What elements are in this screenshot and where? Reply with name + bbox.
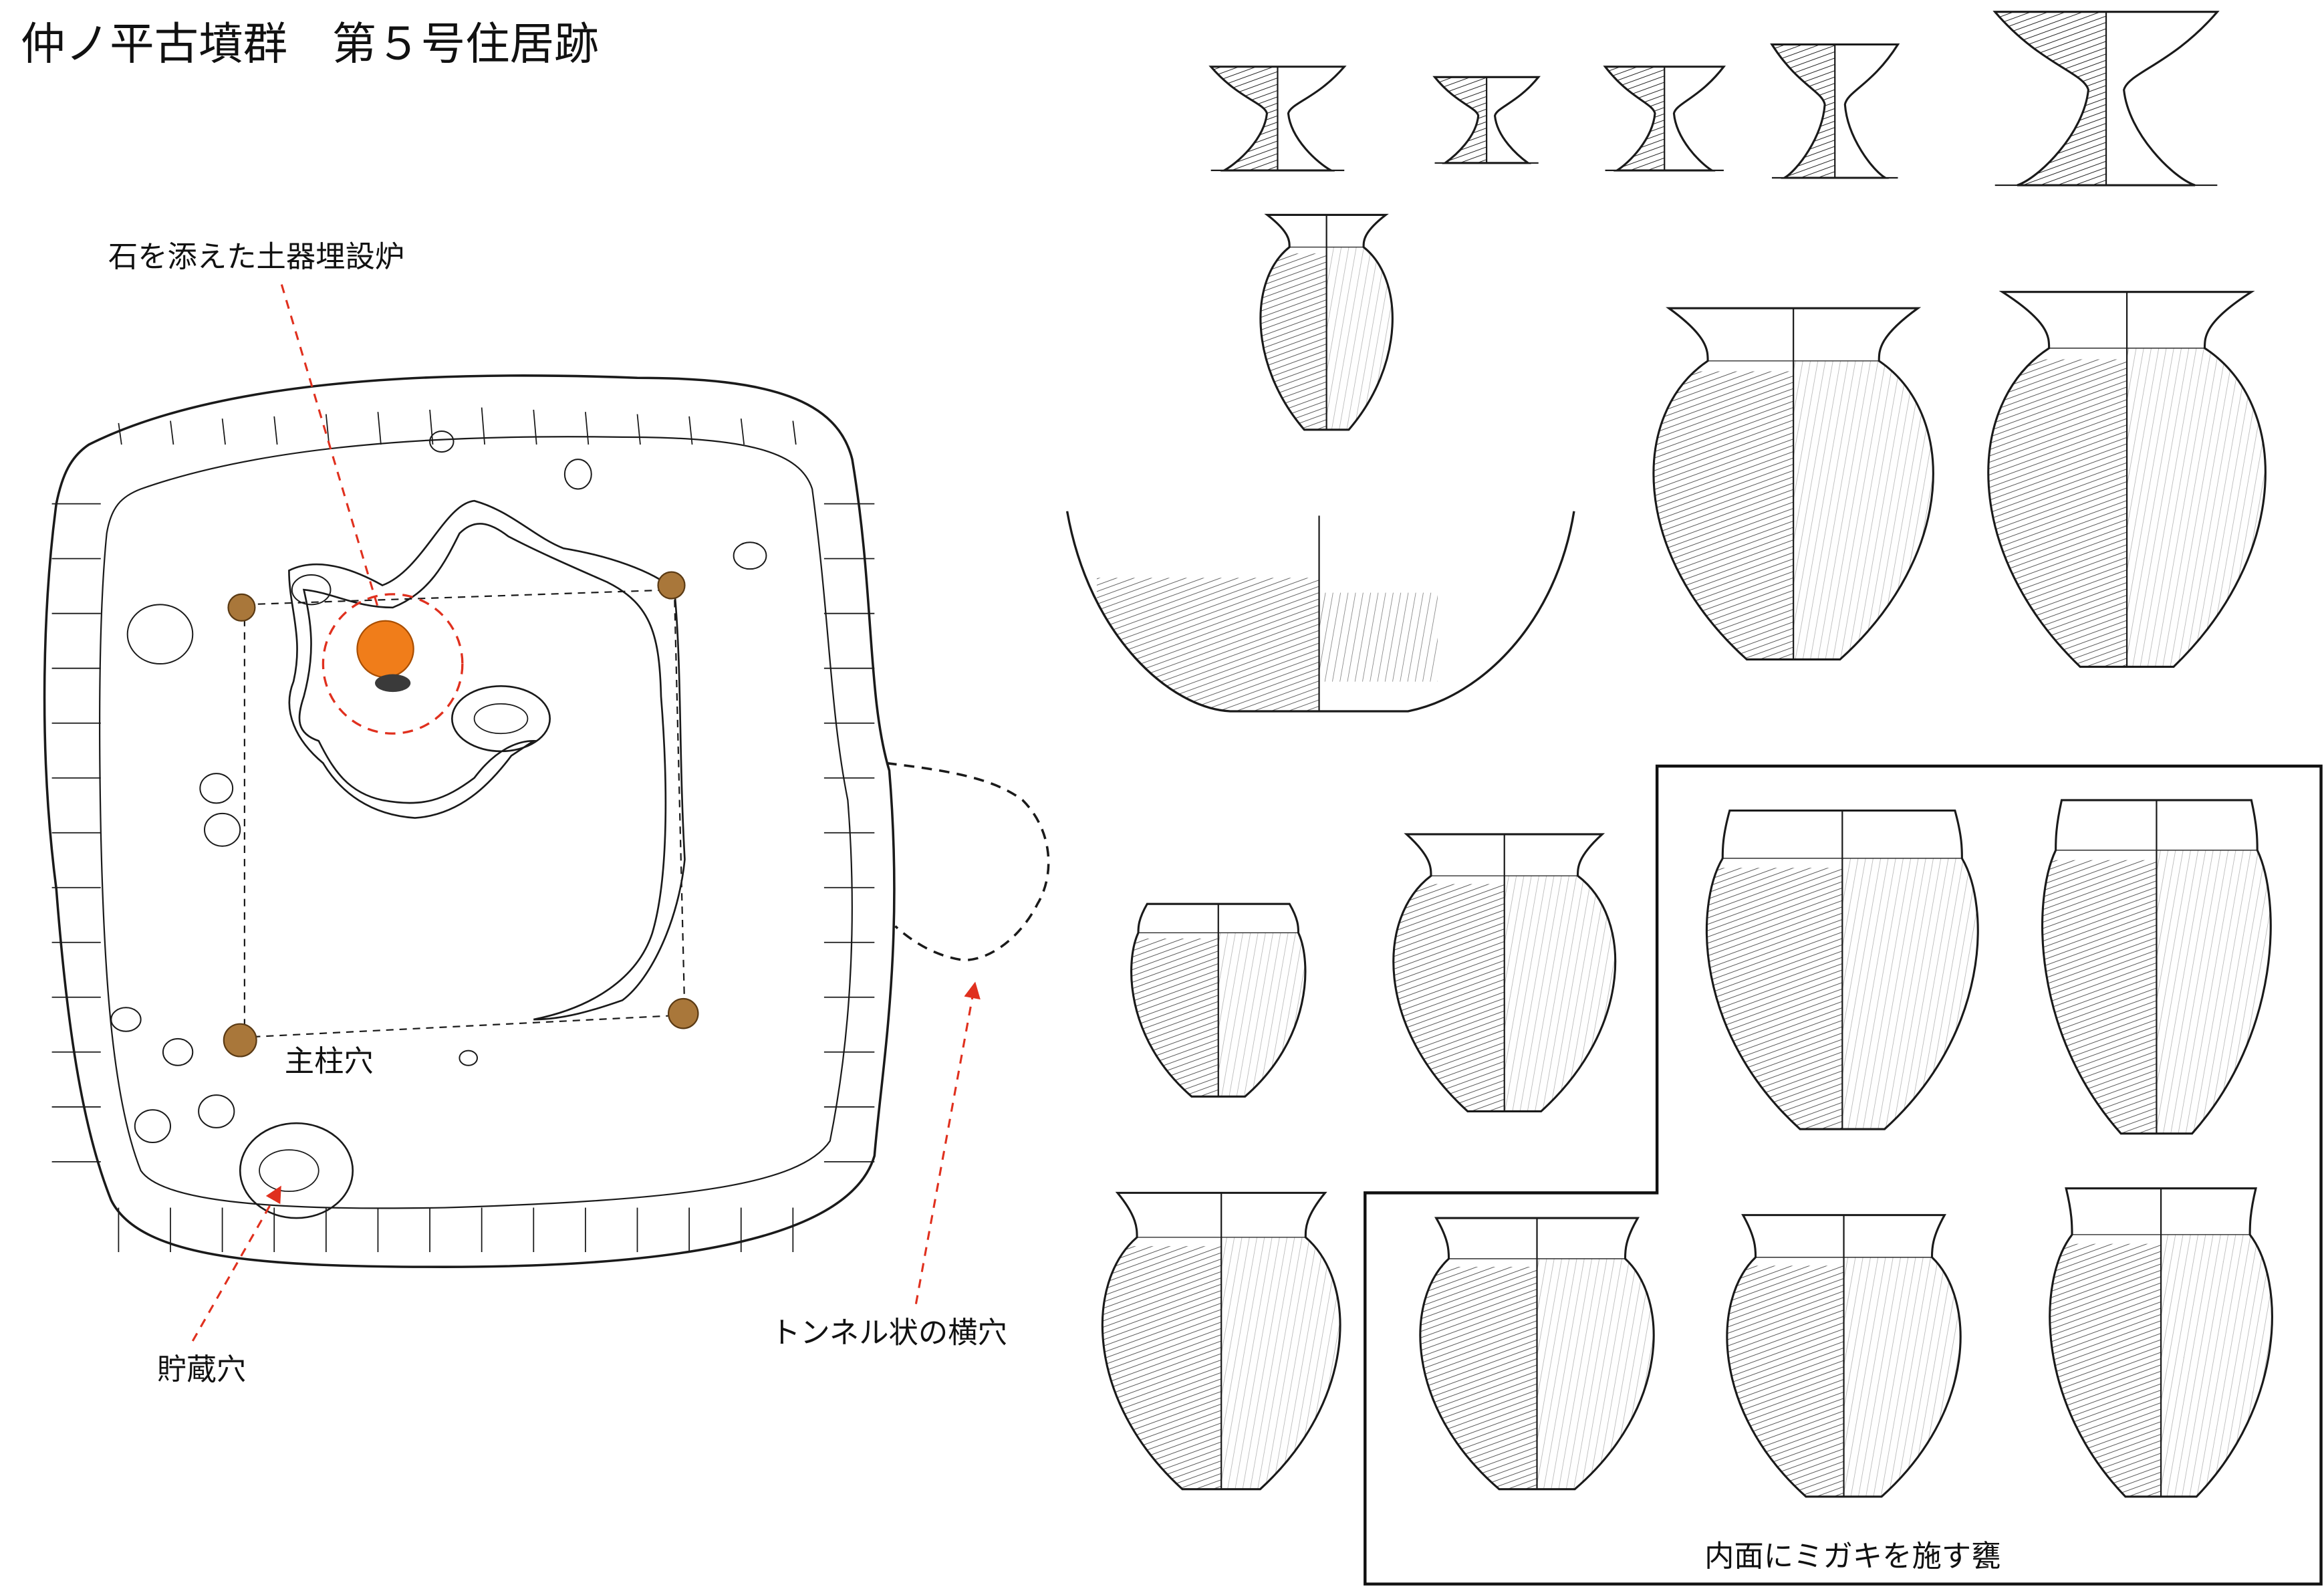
- small-pit: [459, 1050, 479, 1066]
- pottery-vessel: [1101, 1191, 1341, 1491]
- tunnel-leader: [914, 981, 981, 1304]
- pit-stone: [450, 685, 551, 753]
- pottery-vessel: [1392, 833, 1617, 1113]
- tunnel-label: トンネル状の横穴: [771, 1316, 1007, 1349]
- pottery-drawings: [1065, 11, 2273, 1498]
- leader-lines: [191, 284, 981, 1342]
- post-holes: [223, 571, 699, 1058]
- polished-jars-label: 内面にミガキを施す甕: [1704, 1540, 2000, 1573]
- pottery-vessel: [1130, 902, 1307, 1098]
- wall-tick: [688, 416, 693, 445]
- post-hole: [657, 571, 686, 600]
- small-pit: [563, 459, 592, 490]
- wall-tick: [636, 414, 641, 445]
- pottery-bowl: [1065, 511, 1575, 713]
- pottery-vessel: [2041, 799, 2272, 1135]
- tunnel-side-hole: [886, 761, 1050, 962]
- wall-tick: [170, 420, 174, 445]
- hearth-stone: [356, 620, 414, 679]
- small-pit: [291, 574, 332, 606]
- wall-tick: [377, 412, 382, 445]
- small-pit: [134, 1109, 172, 1144]
- small-pit: [110, 1007, 142, 1032]
- wall-tick: [533, 409, 537, 445]
- storage-pit-inner: [259, 1149, 319, 1193]
- pottery-vessel: [2049, 1187, 2273, 1498]
- storage-pit-label: 貯蔵穴: [157, 1354, 246, 1386]
- wall-tick: [740, 418, 745, 445]
- wall-tick: [792, 420, 797, 445]
- hearth: [321, 593, 464, 735]
- pottery-vessel: [1987, 291, 2267, 668]
- main-pillar-hole-label: 主柱穴: [285, 1046, 374, 1078]
- small-pit: [733, 541, 767, 570]
- wall-tick: [118, 422, 122, 445]
- hearth-area: [288, 499, 686, 1021]
- pottery-stemmed-cup: [1432, 76, 1541, 164]
- pottery-stemmed-cup: [1992, 11, 2220, 187]
- small-pit: [126, 604, 194, 665]
- wall-tick: [585, 412, 590, 445]
- hearth-dashed-circle: [321, 593, 464, 735]
- hearth-dark-stone: [375, 674, 411, 693]
- dwelling-plan: [43, 374, 1050, 1268]
- pit-stone-inner: [473, 703, 529, 735]
- pottery-vessel: [1419, 1217, 1655, 1491]
- small-pit: [199, 773, 234, 804]
- storage-pit: [239, 1122, 354, 1219]
- pottery-stemmed-cup: [1770, 43, 1900, 179]
- wall-hatching: [51, 407, 875, 1253]
- small-pit: [204, 812, 241, 847]
- pottery-vessel: [1705, 809, 1979, 1130]
- wall-tick: [273, 416, 278, 445]
- polished-jars-frame: [1364, 764, 2323, 1586]
- wall-tick: [481, 407, 485, 445]
- storage-leader: [191, 1185, 281, 1342]
- hearth-label: 石を添えた土器埋設炉: [108, 241, 404, 273]
- post-hole: [667, 997, 699, 1029]
- pit-outer-edge: [43, 374, 896, 1268]
- pottery-stemmed-cup: [1603, 66, 1726, 172]
- pottery-vessel: [1259, 213, 1394, 431]
- small-pit: [162, 1037, 194, 1066]
- post-hole: [223, 1023, 257, 1058]
- pottery-vessel: [1652, 307, 1934, 660]
- small-pit: [429, 431, 455, 453]
- small-pit: [198, 1094, 235, 1128]
- pottery-vessel: [1726, 1214, 1962, 1498]
- pottery-stemmed-cup: [1208, 66, 1347, 172]
- page-title: 仲ノ平古墳群 第５号住居跡: [21, 20, 599, 70]
- pit-inner-edge: [98, 436, 853, 1209]
- wall-tick: [221, 418, 226, 445]
- hearth-leader: [280, 284, 379, 608]
- wall-tick: [429, 409, 434, 445]
- post-hole: [227, 593, 256, 622]
- wall-tick: [325, 414, 330, 445]
